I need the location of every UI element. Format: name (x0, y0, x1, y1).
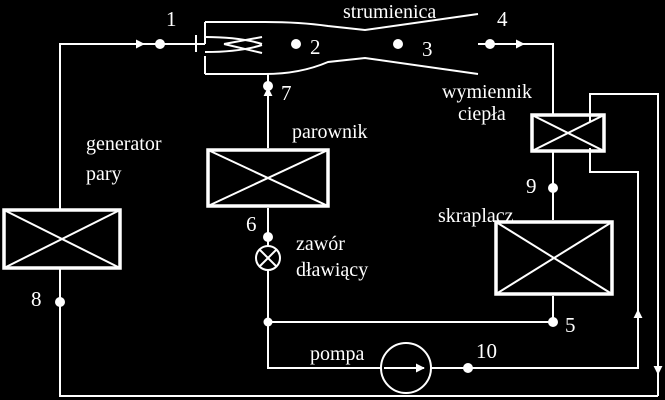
num-5: 5 (565, 313, 576, 337)
evaporator (206, 148, 330, 208)
num-2: 2 (310, 35, 321, 59)
num-10: 10 (476, 339, 497, 363)
label-valve-2: dławiący (296, 259, 368, 281)
dot-9 (548, 183, 558, 193)
flow-arrows (118, 39, 663, 375)
label-valve-1: zawór (296, 233, 345, 255)
steam-generator (2, 208, 122, 270)
state-point-dots (55, 39, 558, 373)
state-point-numbers: 1 2 3 4 5 6 7 8 9 10 (31, 7, 576, 363)
dot-10 (463, 363, 473, 373)
ejector (195, 13, 479, 75)
dot-7 (263, 81, 273, 91)
condenser (494, 220, 614, 296)
num-4: 4 (497, 7, 508, 31)
junction-left (263, 317, 273, 327)
ejector-lower-wall (205, 56, 479, 75)
label-generator-1: generator (86, 133, 162, 155)
dot-8 (55, 297, 65, 307)
num-8: 8 (31, 287, 42, 311)
dot-3 (393, 39, 403, 49)
pipe-pump-to-exchanger (430, 148, 639, 369)
dot-1 (155, 39, 165, 49)
label-heat-exchanger-1: wymiennik (442, 81, 532, 103)
pipe-generator-return (59, 268, 658, 397)
num-7: 7 (281, 81, 292, 105)
num-9: 9 (526, 174, 537, 198)
component-labels: strumienica wymiennik ciepła parownik ge… (86, 1, 532, 365)
pump (380, 342, 432, 394)
num-1: 1 (166, 7, 177, 31)
dot-4 (485, 39, 495, 49)
ejector-nozzle-lower (204, 44, 263, 53)
dot-2 (291, 39, 301, 49)
label-condenser: skraplacz (438, 205, 514, 227)
num-6: 6 (246, 212, 257, 236)
ejector-upper-wall (205, 13, 479, 32)
ejector-nozzle-upper (204, 36, 263, 45)
dot-5 (548, 317, 558, 327)
dot-6 (263, 232, 273, 242)
label-pump: pompa (310, 343, 365, 365)
label-generator-2: pary (86, 163, 122, 185)
label-ejector: strumienica (343, 1, 436, 23)
pipe-to-pump (267, 322, 382, 369)
label-evaporator: parownik (292, 121, 368, 143)
throttle-valve (255, 245, 281, 271)
pipe-exchanger-to-generator (589, 93, 659, 396)
pipe-generator-to-ejector (59, 43, 205, 210)
label-heat-exchanger-2: ciepła (458, 103, 506, 125)
num-3: 3 (422, 37, 433, 61)
heat-exchanger (530, 113, 606, 153)
